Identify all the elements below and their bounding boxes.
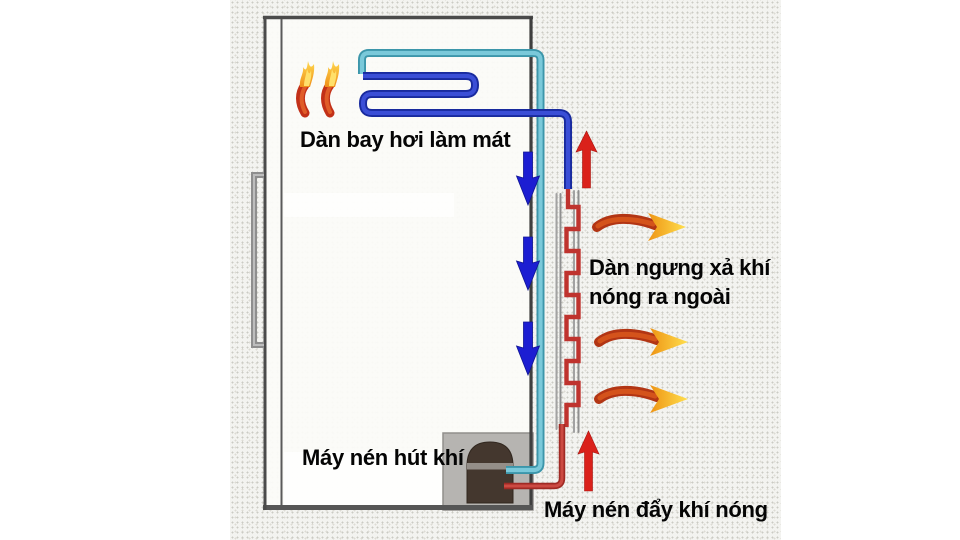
interior-highlight — [284, 452, 442, 505]
condenser-label-line2: nóng ra ngoài — [589, 284, 731, 309]
compressor-band — [467, 463, 513, 470]
blue-flow-arrow-icon — [515, 236, 541, 292]
blue-flow-arrow-icon — [515, 321, 541, 377]
condenser-label: Dàn ngưng xả khí nóng ra ngoài — [589, 253, 770, 311]
condenser-label-line1: Dàn ngưng xả khí — [589, 255, 771, 280]
evaporator-label: Dàn bay hơi làm mát — [300, 127, 511, 152]
refrigerator-cabinet — [266, 19, 530, 506]
red-up-arrow-icon — [577, 430, 600, 492]
evaporator-coil — [358, 72, 572, 189]
discharge-pipe — [504, 424, 566, 490]
compressor-discharge-label: Máy nén đẩy khí nóng — [544, 497, 768, 522]
compressor-motor — [466, 441, 514, 504]
condenser-coil — [564, 189, 581, 427]
hot-air-arrow-icon — [594, 385, 688, 413]
flame-arrow-icon — [321, 61, 340, 118]
hot-air-arrow-icon — [594, 328, 688, 356]
cabinet-outline — [263, 15, 533, 510]
blue-flow-arrow-icon — [515, 151, 541, 207]
cabinet-interior — [266, 19, 530, 506]
door-handle — [251, 172, 264, 348]
interior-highlight — [284, 193, 454, 217]
flame-arrow-icon — [296, 61, 315, 118]
hot-air-arrow-icon — [592, 213, 686, 241]
compressor-suction-label: Máy nén hút khí — [302, 445, 464, 470]
red-up-arrow-icon — [575, 130, 598, 189]
suction-pipe — [358, 49, 545, 474]
